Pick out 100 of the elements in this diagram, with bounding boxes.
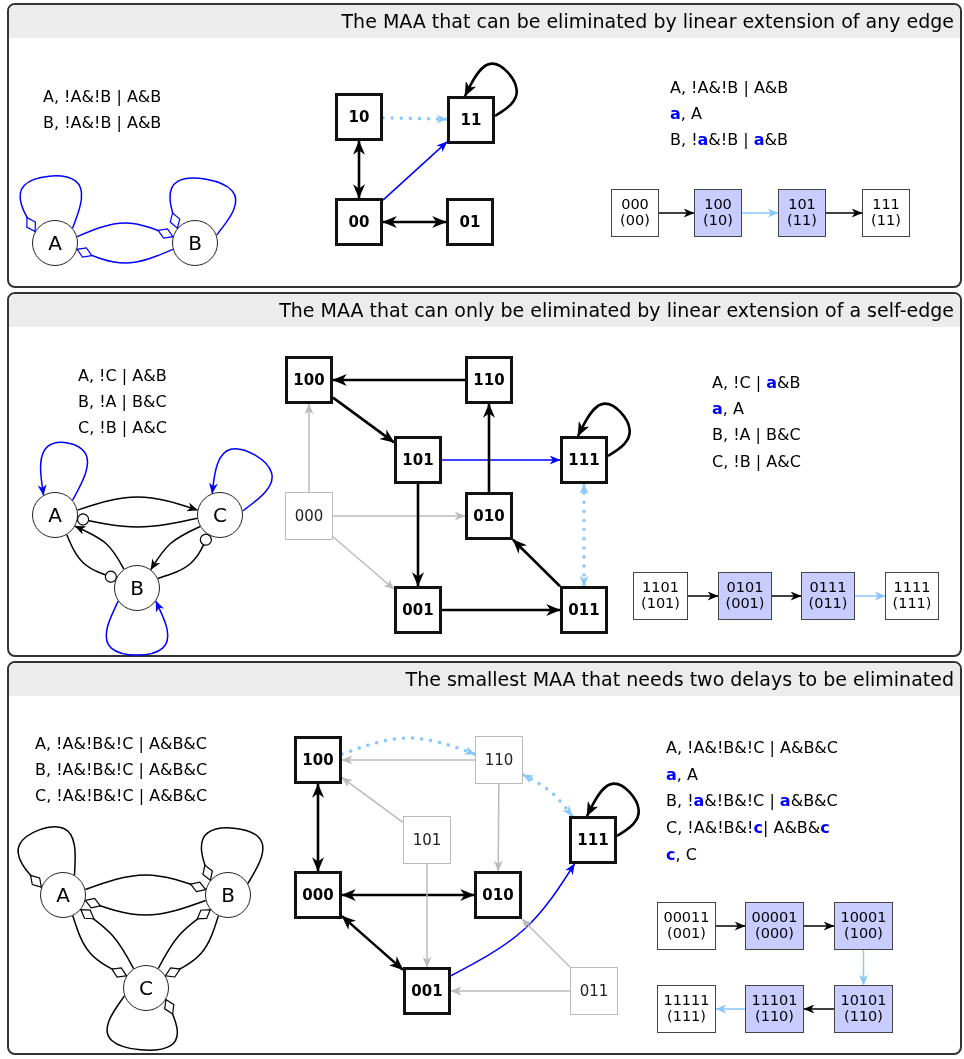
arrow <box>76 496 199 512</box>
arrow <box>521 918 571 968</box>
arrow <box>442 604 561 616</box>
arrow <box>512 538 561 588</box>
state-box: 101 <box>394 436 442 484</box>
connector <box>76 222 174 239</box>
state-box: 001 <box>394 586 442 634</box>
state-box: 011 <box>560 586 608 634</box>
state-box: 000 (00) <box>611 189 659 237</box>
arrow <box>304 403 314 493</box>
arrow <box>422 863 432 968</box>
arrow <box>412 484 424 587</box>
connector <box>77 513 198 528</box>
rule-text: A, !A&!B&!C | A&B&C <box>666 737 838 759</box>
state-box: 10001 (100) <box>834 902 893 950</box>
self-loop-arrow <box>209 448 273 512</box>
arrow <box>715 1004 746 1014</box>
arrow <box>353 140 365 199</box>
connector <box>157 908 211 970</box>
rule-text: a, A <box>712 398 744 420</box>
variable-circle: A <box>32 492 78 538</box>
state-box: 0101 (001) <box>718 572 772 620</box>
arrow <box>771 591 802 601</box>
arrow <box>658 208 695 218</box>
self-loop-arrow <box>105 600 169 656</box>
variable-circle: B <box>114 565 160 611</box>
state-box: 111 <box>560 436 608 484</box>
self-loop <box>17 826 76 888</box>
panel <box>7 3 962 288</box>
arrow <box>483 403 495 492</box>
self-loop <box>200 827 264 885</box>
dotted-arrow <box>340 736 477 756</box>
rule-text: A, !C | A&B <box>78 365 167 387</box>
arrow <box>382 216 447 228</box>
variable-circle: B <box>205 872 251 918</box>
arrow <box>332 535 395 591</box>
rule-text: B, !A | B&C <box>78 391 167 413</box>
state-box: 100 <box>294 736 342 784</box>
state-box: 11111 (111) <box>657 985 716 1033</box>
state-box: 100 <box>285 356 333 404</box>
state-box: 10 <box>335 93 383 141</box>
connector <box>72 915 128 978</box>
rule-text: a, A <box>670 103 702 125</box>
state-box: 000 <box>294 871 342 919</box>
rule-text: B, !A | B&C <box>712 424 801 446</box>
state-box: 11101 (110) <box>745 985 804 1033</box>
arrow <box>450 863 576 977</box>
rule-text: B, !a&!B | a&B <box>670 129 789 151</box>
arrow <box>341 755 476 765</box>
variable-circle: C <box>123 965 169 1011</box>
arrow <box>687 591 719 601</box>
state-box: 001 <box>403 967 451 1015</box>
connector <box>80 908 135 970</box>
arrow <box>854 591 886 601</box>
connector <box>157 533 212 580</box>
rule-text: C, !B | A&C <box>78 417 167 439</box>
dotted-arrow <box>579 482 589 588</box>
arrow <box>450 986 571 996</box>
arrow <box>825 208 863 218</box>
arrow <box>859 949 868 986</box>
rule-text: C, !A&!B&!C | A&B&C <box>35 785 208 807</box>
variable-circle: A <box>40 872 86 918</box>
arrow <box>741 208 779 218</box>
variable-circle: C <box>197 492 243 538</box>
self-loop-arrow <box>37 441 89 501</box>
state-box: 01 <box>446 198 494 246</box>
state-box: 110 <box>465 356 513 404</box>
connector <box>66 534 117 583</box>
state-box: 100 (10) <box>694 189 742 237</box>
arrow <box>341 915 404 971</box>
arrow <box>803 921 835 931</box>
self-loop-arrow <box>463 62 518 118</box>
self-loop <box>169 177 237 236</box>
state-box: 1101 (101) <box>633 572 688 620</box>
self-loop <box>106 995 179 1051</box>
arrow <box>715 921 746 931</box>
rule-text: A, !A&!B&!C | A&B&C <box>35 733 207 755</box>
panel-title: The smallest MAA that needs two delays to be eliminated <box>9 663 960 696</box>
rule-text: B, !A&!B&!C | A&B&C <box>35 759 208 781</box>
rule-text: c, C <box>666 844 697 866</box>
state-box: 101 (11) <box>778 189 826 237</box>
self-loop <box>19 175 83 233</box>
connector <box>164 915 220 978</box>
state-box: 000 <box>285 492 333 540</box>
panel <box>7 292 962 657</box>
self-loop-arrow <box>576 402 631 458</box>
state-box: 1111 (111) <box>885 572 939 620</box>
state-box: 00011 (001) <box>657 902 716 950</box>
variable-circle: B <box>172 220 218 266</box>
arrow <box>332 511 466 521</box>
state-box: 11 <box>447 96 495 144</box>
arrow <box>441 455 561 465</box>
state-box: 0111 (011) <box>801 572 855 620</box>
rule-text: A, !C | a&B <box>712 372 801 394</box>
arrow <box>150 525 201 571</box>
state-box: 110 <box>475 736 523 784</box>
state-box: 111 <box>569 816 617 864</box>
rule-text: A, !A&!B | A&B <box>670 77 789 99</box>
rule-text: C, !A&!B&!c| A&B&c <box>666 817 830 839</box>
self-loop-arrow <box>585 782 640 838</box>
